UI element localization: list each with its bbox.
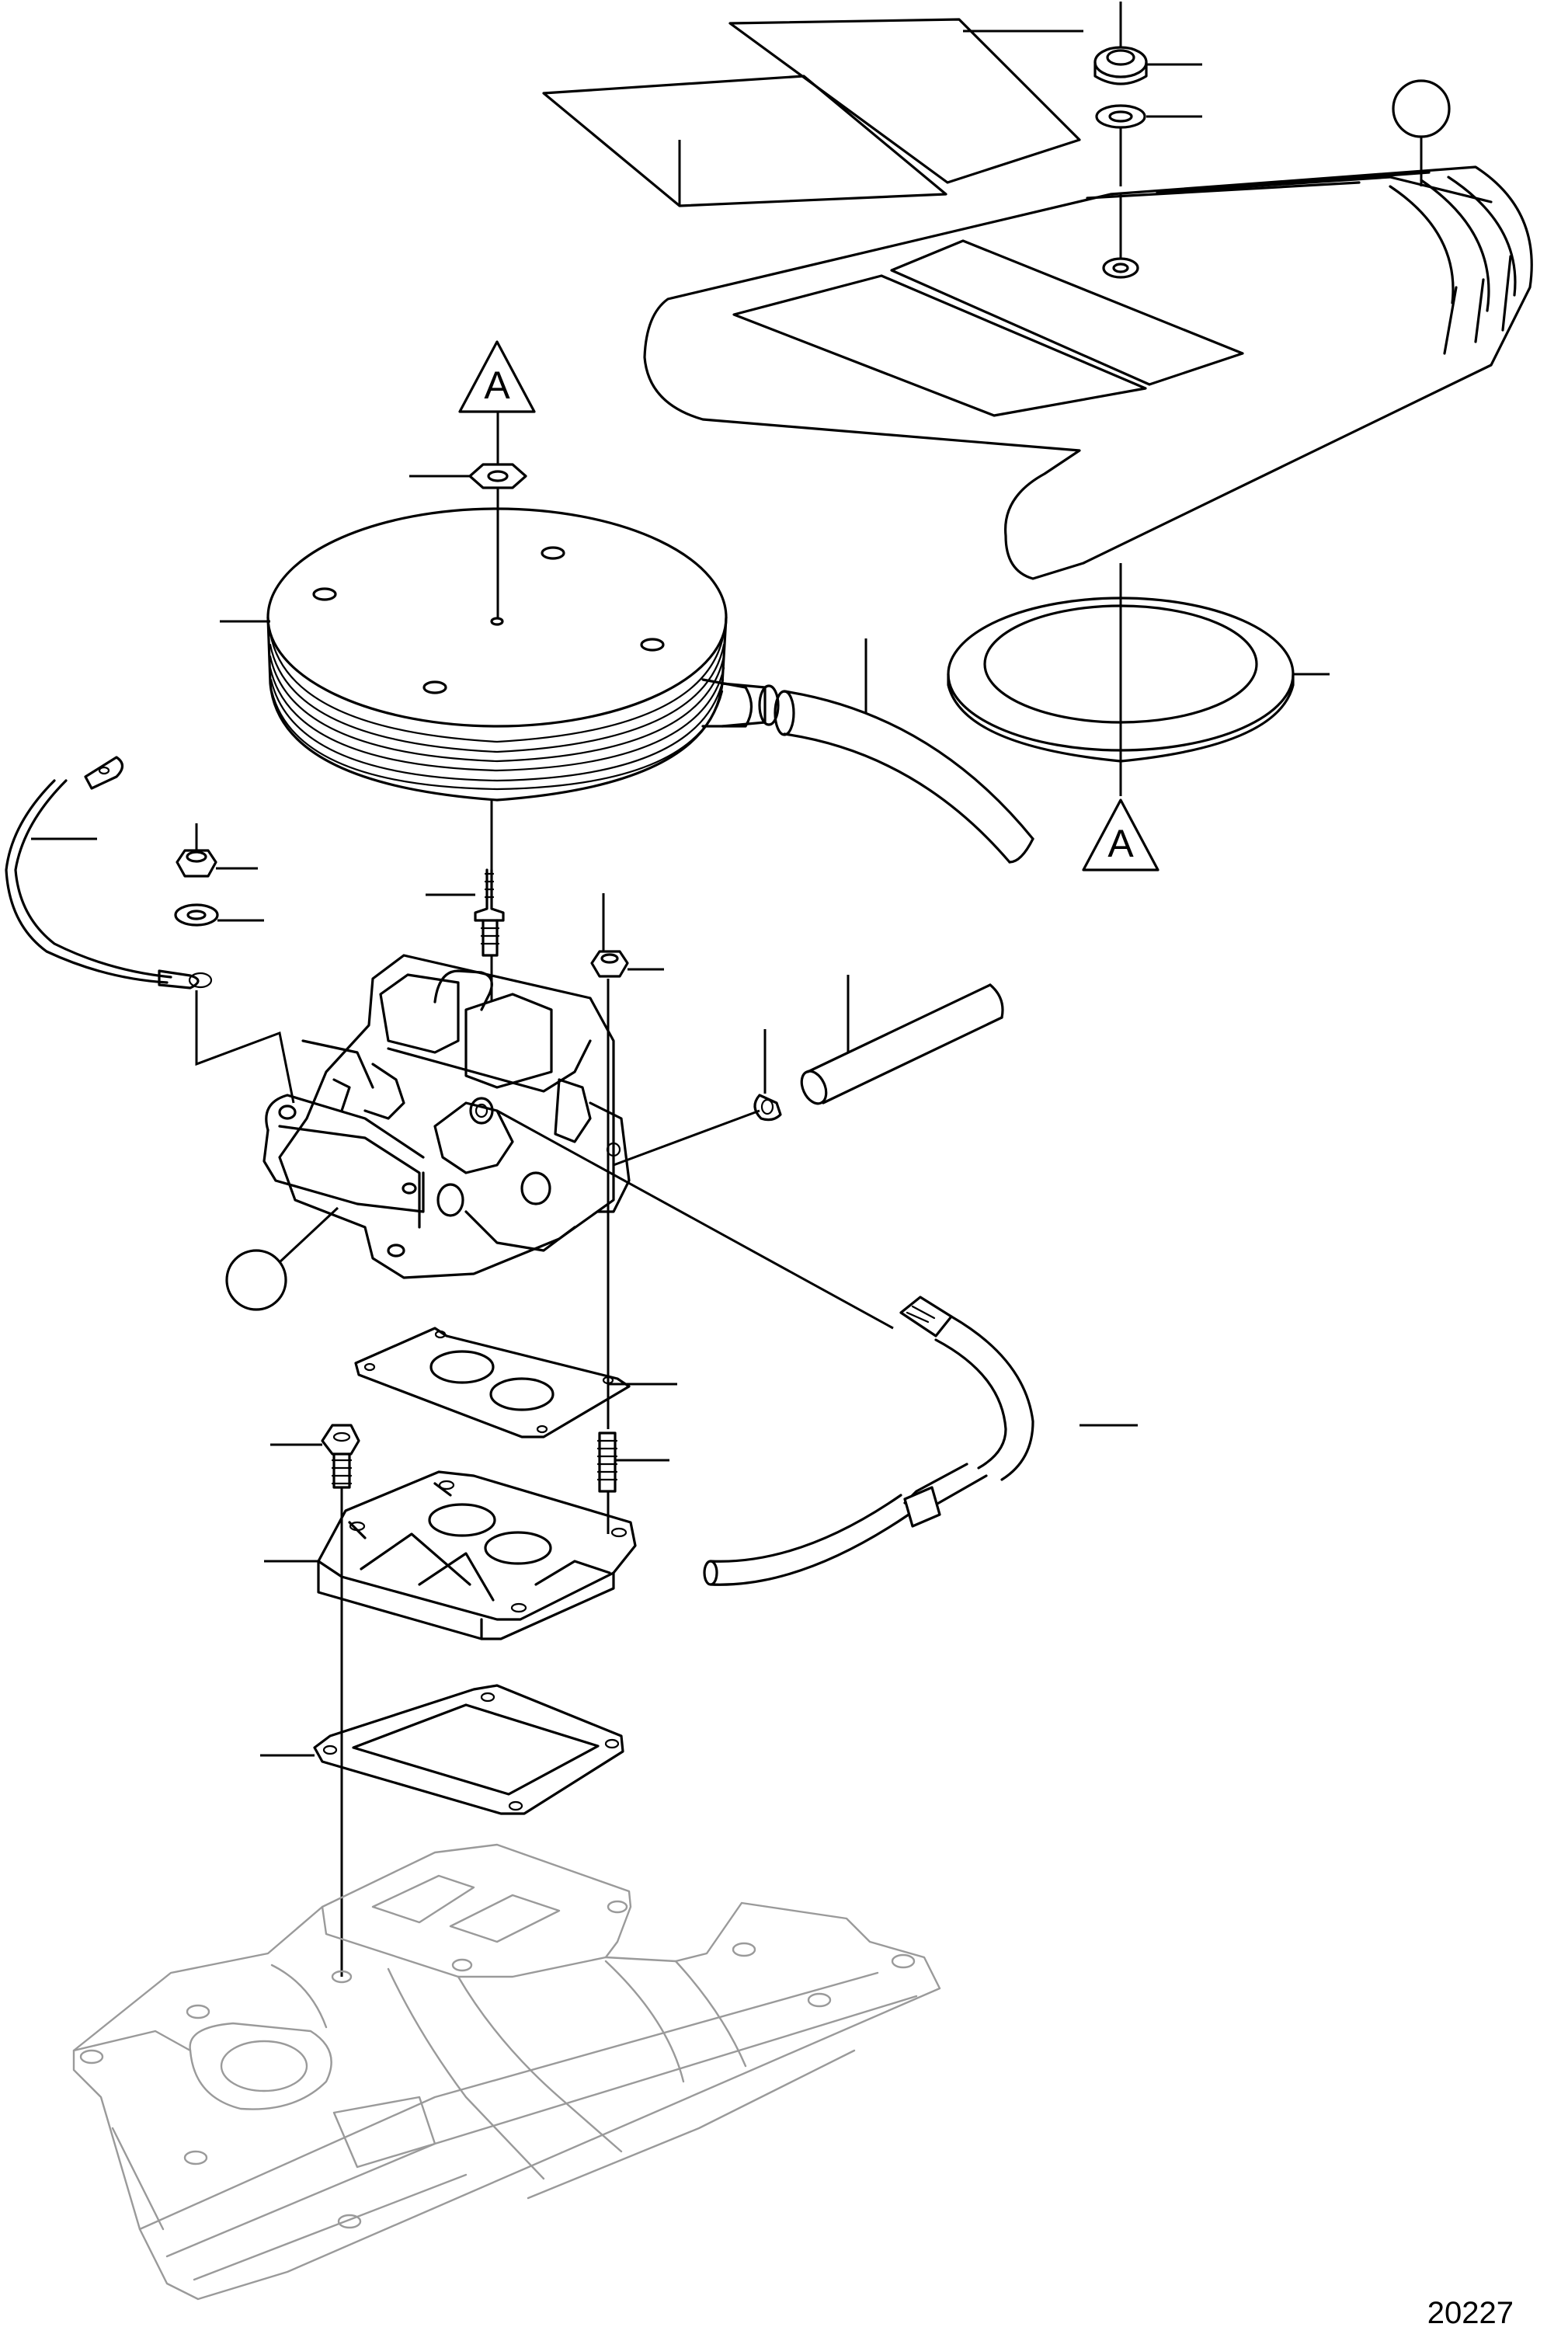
air-cleaner-wing-nut [409, 412, 527, 489]
carburetor-adapter [264, 1470, 637, 1640]
reference-mark-top: A [458, 340, 536, 413]
reference-mark-bottom-letter: A [1107, 822, 1134, 865]
carburetor [262, 954, 631, 1279]
carburetor-flange-nut [590, 893, 664, 978]
carburetor-stud [426, 800, 505, 1002]
figure-number: 20227 [1427, 2296, 1514, 2330]
fuel-hose-and-clamp [613, 975, 1004, 1167]
carburetor-gasket [354, 979, 677, 1438]
adapter-gasket [260, 1684, 624, 1815]
strap-nut-and-washer [174, 823, 295, 1104]
reference-mark-top-letter: A [484, 364, 510, 407]
air-cleaner-seal-ring [947, 563, 1330, 796]
intake-manifold [72, 1843, 941, 2301]
decal-strips [542, 18, 1083, 207]
reference-mark-bottom: A [1082, 798, 1159, 871]
ground-strap [5, 756, 213, 990]
air-cleaner [220, 488, 780, 802]
vent-hose [774, 638, 1034, 864]
spacer-bolt [270, 1424, 360, 1977]
carburetor-callout [225, 1206, 339, 1311]
engine-cover [643, 165, 1533, 580]
spacer-stud [596, 1431, 669, 1493]
cover-nut-and-washer [1093, 2, 1202, 186]
fuel-inlet-line [496, 1109, 1138, 1586]
cover-callout [1392, 79, 1451, 186]
